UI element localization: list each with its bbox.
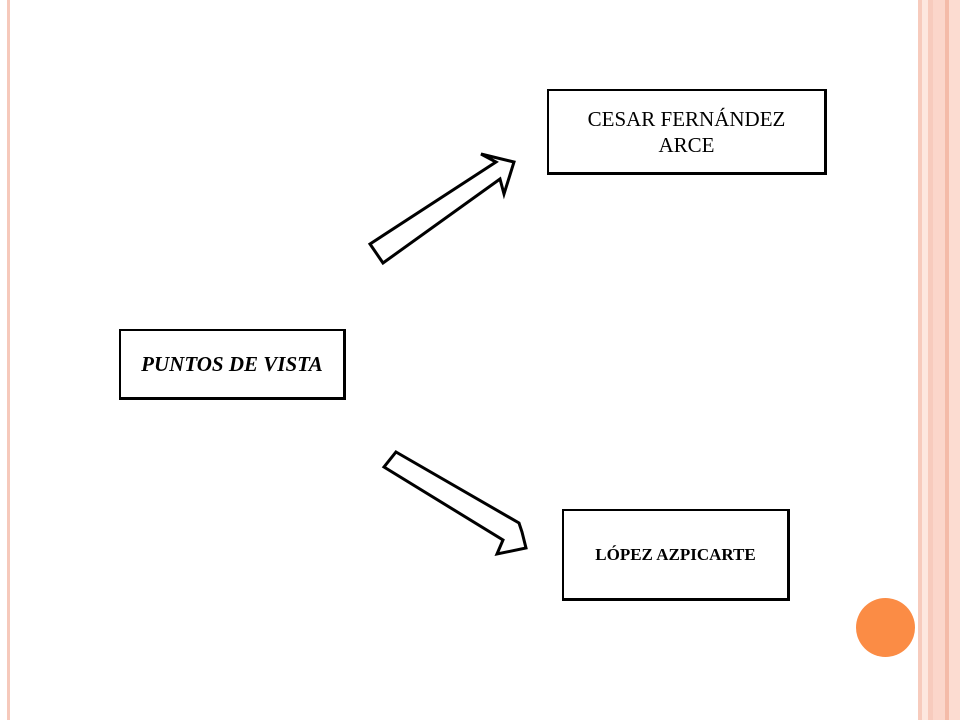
right-border-stripe bbox=[918, 0, 922, 720]
right-border-stripe bbox=[945, 0, 949, 720]
node-lopez-azpicarte: LÓPEZ AZPICARTE bbox=[562, 509, 790, 601]
node-label: CESAR FERNÁNDEZ ARCE bbox=[587, 106, 786, 157]
arrow-to-bottom-node bbox=[381, 450, 528, 557]
right-border-stripe bbox=[949, 0, 960, 720]
node-label: PUNTOS DE VISTA bbox=[141, 351, 323, 376]
right-border-stripe bbox=[933, 0, 945, 720]
node-cesar-fernandez-arce: CESAR FERNÁNDEZ ARCE bbox=[547, 89, 827, 175]
right-border-stripe bbox=[928, 0, 933, 720]
node-label: LÓPEZ AZPICARTE bbox=[595, 545, 756, 564]
node-puntos-de-vista: PUNTOS DE VISTA bbox=[119, 329, 346, 400]
orange-circle-decoration bbox=[856, 598, 915, 657]
left-border-stripe bbox=[7, 0, 10, 720]
arrow-to-top-node bbox=[367, 152, 516, 266]
right-border-stripe bbox=[922, 0, 928, 720]
